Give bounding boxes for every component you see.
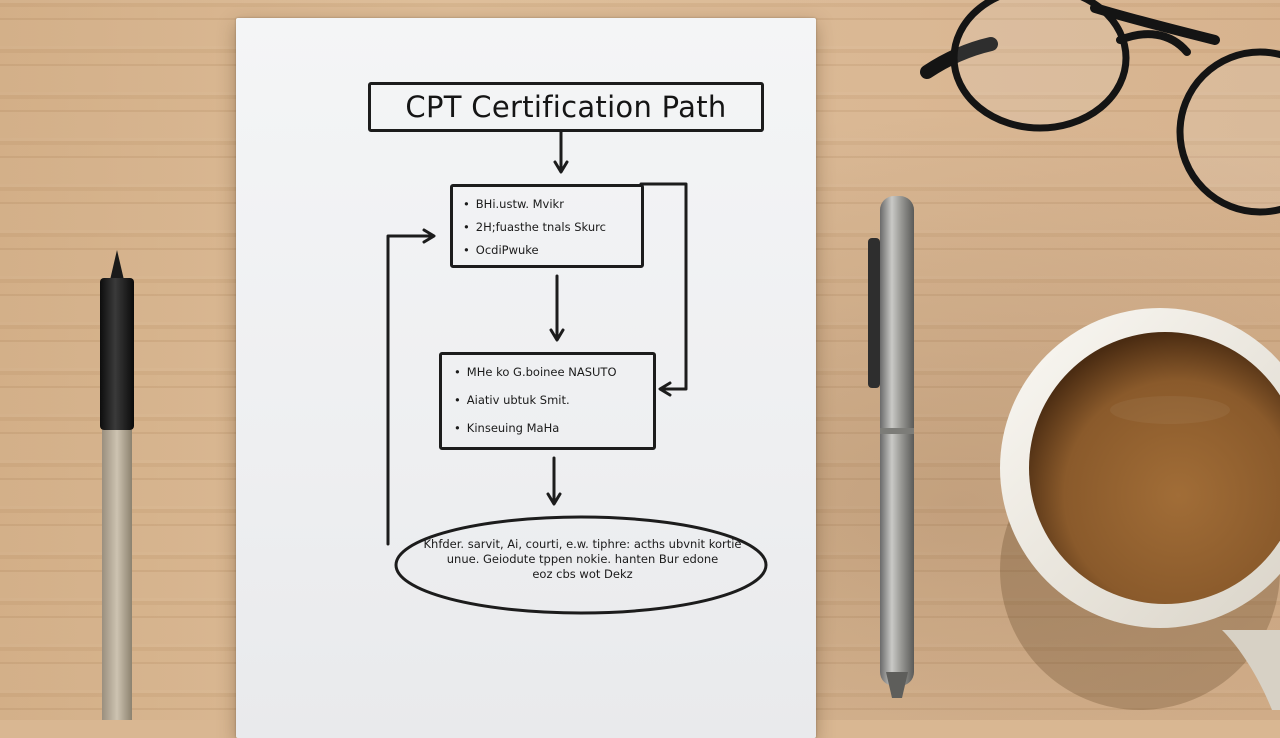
pen (868, 196, 914, 698)
flowchart-title-box: CPT Certification Path (368, 82, 764, 132)
step2-item: MHe ko G.boinee NASUTO (454, 366, 653, 378)
final-line: eoz cbs wot Dekz (532, 567, 633, 581)
flowchart-title: CPT Certification Path (405, 90, 727, 124)
coffee-mug (1000, 308, 1280, 710)
step1-item: OcdiPwuke (463, 244, 641, 256)
step2-item: Kinseuing MaHa (454, 422, 653, 434)
arrowhead-title-to-step1 (553, 160, 569, 174)
arrowhead-step2-to-final (546, 492, 562, 506)
arrowhead-step1-to-step2 (549, 328, 565, 342)
step1-item: 2H;fuasthe tnals Skurc (463, 221, 641, 233)
loop-right-connector (639, 182, 688, 391)
pencil (100, 250, 134, 720)
final-line: Khfder. sarvit, Ai, courti, e.w. tiphre:… (423, 537, 742, 551)
final-line: unue. Geiodute tppen nokie. hanten Bur e… (446, 552, 719, 566)
flowchart-connectors (386, 130, 768, 615)
final-step-text: Khfder. sarvit, Ai, courti, e.w. tiphre:… (405, 537, 760, 582)
step1-item: BHi.ustw. Mvikr (463, 198, 641, 210)
final-ellipse (394, 515, 768, 615)
flowchart-step1-box: BHi.ustw. Mvikr 2H;fuasthe tnals Skurc O… (450, 184, 644, 268)
step2-item: Aiativ ubtuk Smit. (454, 394, 653, 406)
loop-left-arrowhead (422, 228, 436, 244)
flowchart-step2-box: MHe ko G.boinee NASUTO Aiativ ubtuk Smit… (439, 352, 656, 450)
loop-left-connector (386, 234, 432, 546)
eyeglasses (920, 0, 1280, 216)
loop-right-arrowhead (658, 381, 672, 397)
